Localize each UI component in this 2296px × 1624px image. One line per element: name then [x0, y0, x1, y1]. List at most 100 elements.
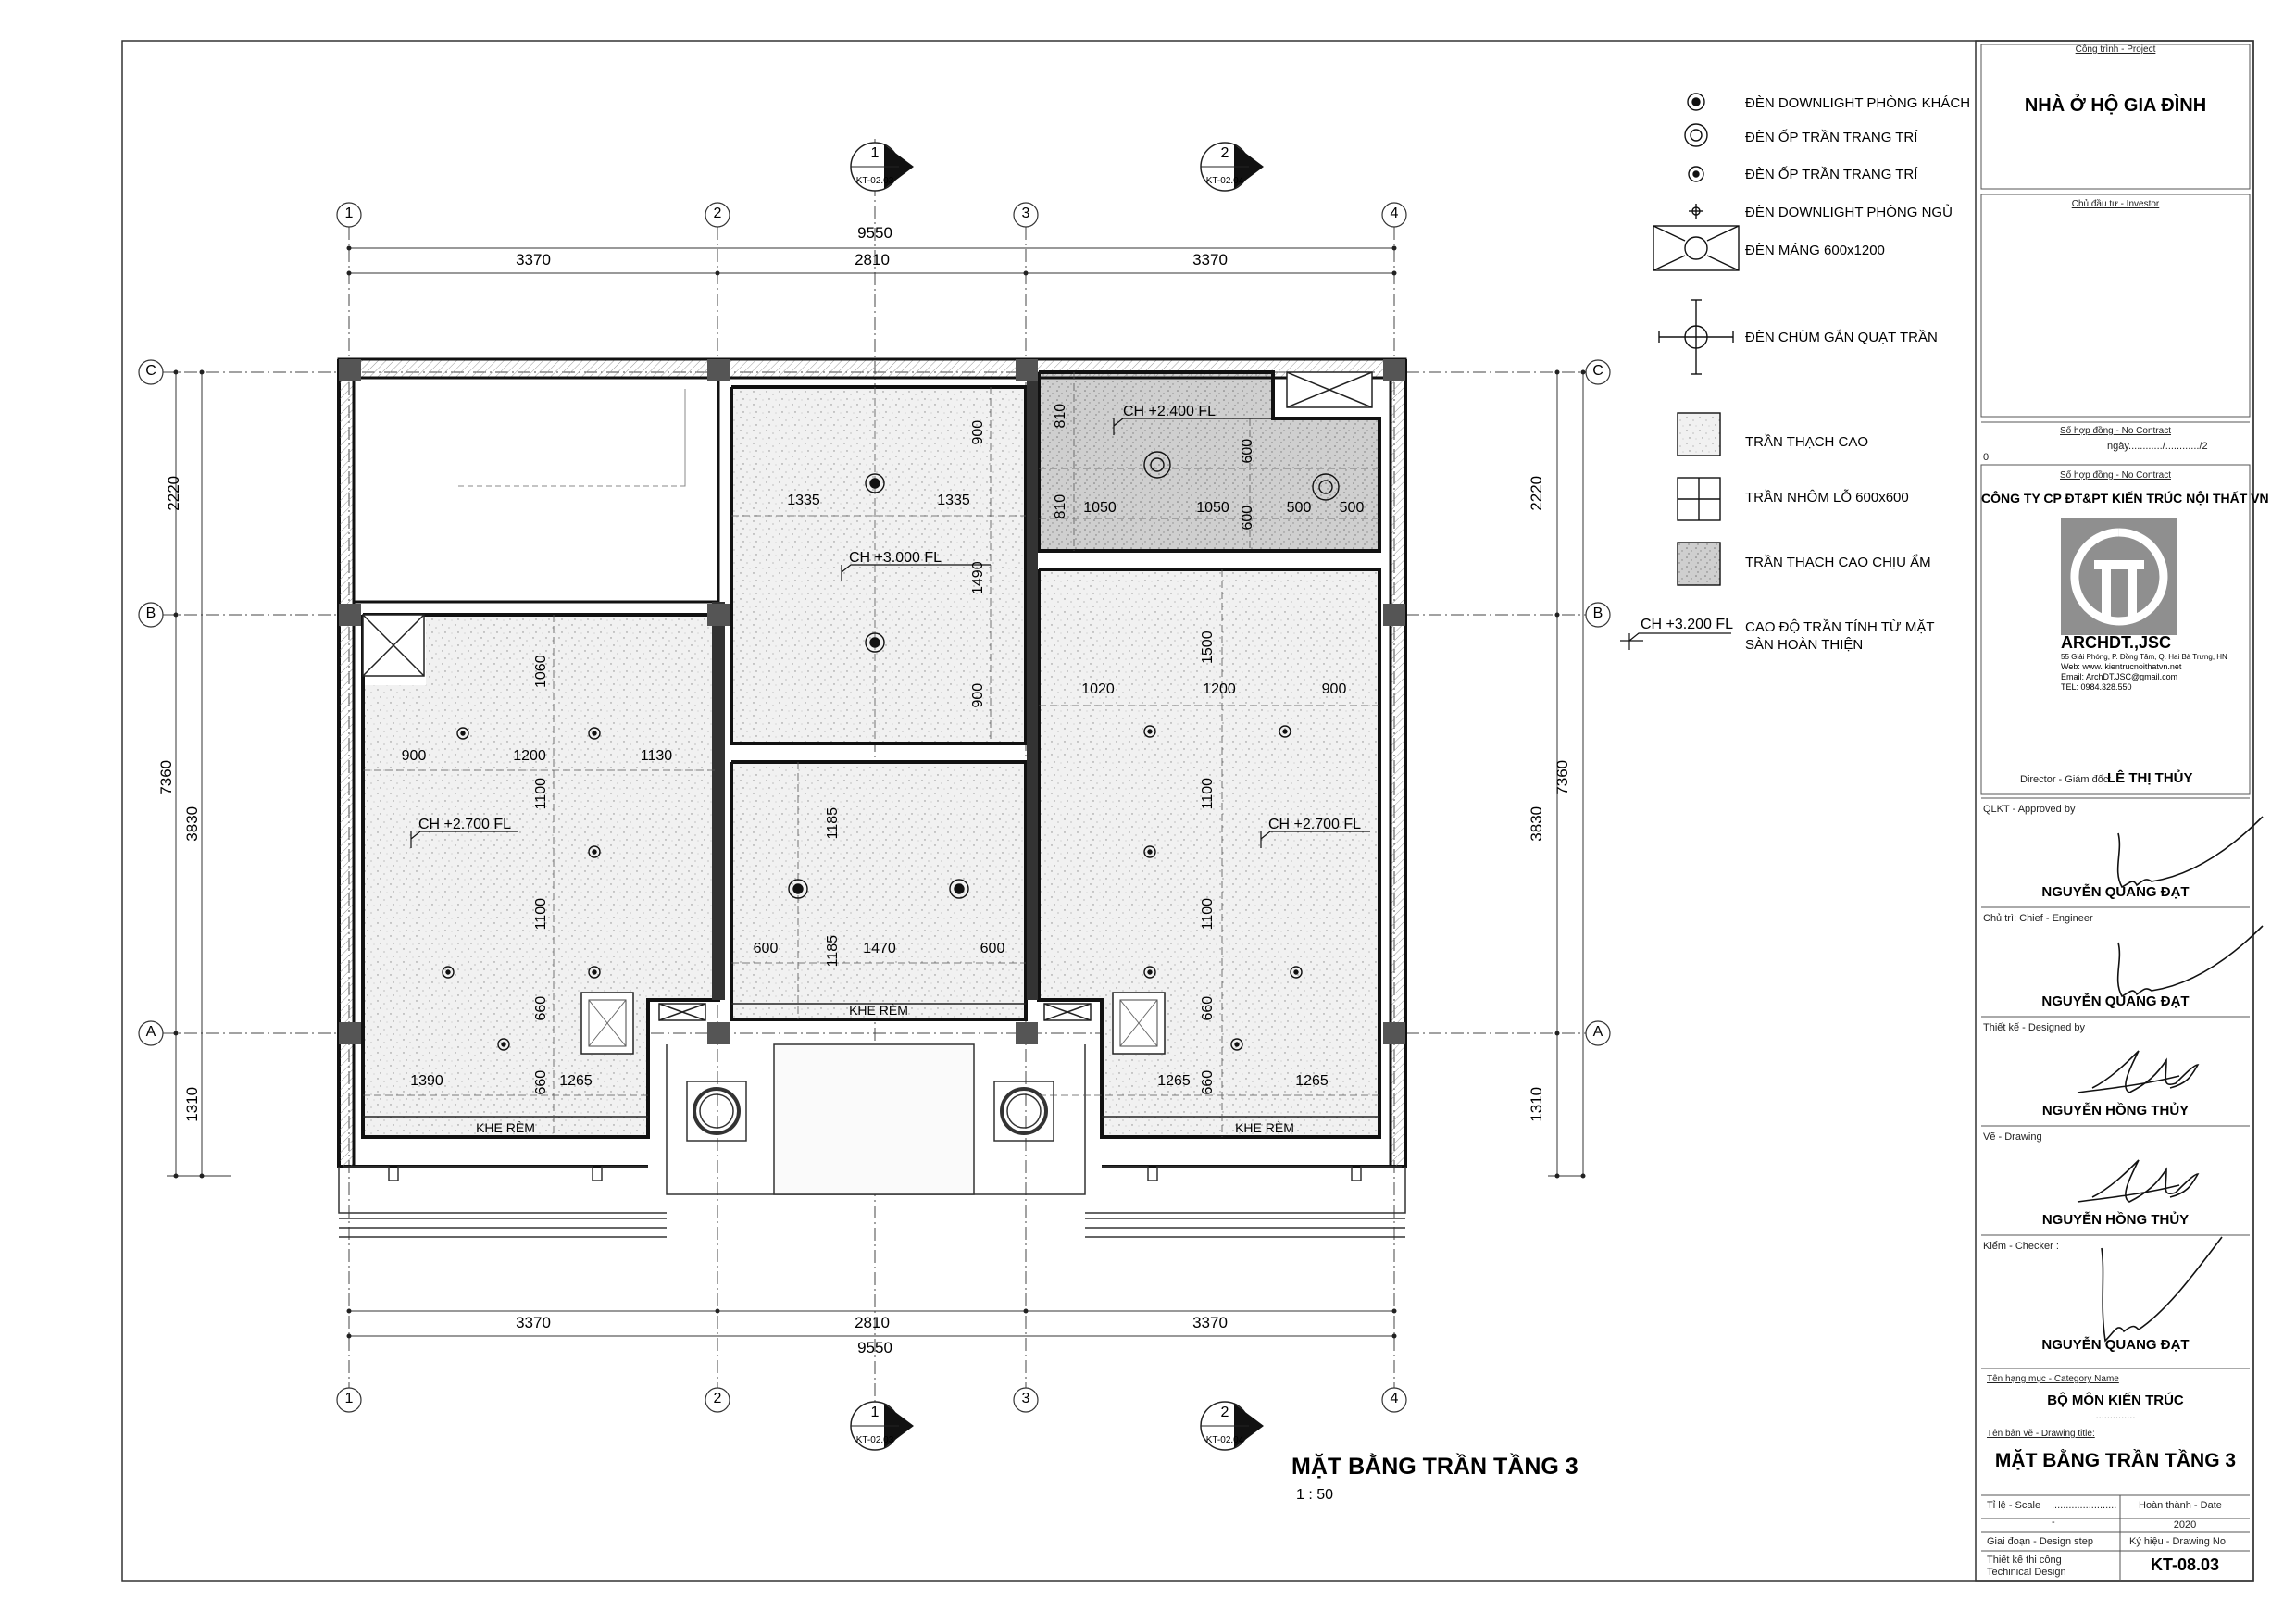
living-dim-v1: 900 — [969, 419, 986, 445]
grid-label-col-3-bottom: 3 — [1021, 1391, 1030, 1406]
legend-level-symbol: CH +3.200 FL — [1641, 617, 1734, 632]
tb-logo-line-1: 55 Giải Phóng, P. Đồng Tâm, Q. Hai Bà Tr… — [2061, 653, 2227, 661]
downlight-bedroom-icon — [588, 966, 601, 979]
legend-height-note-line1: CAO ĐỘ TRẦN TÍNH TỪ MẶT — [1745, 619, 1935, 635]
dim-bottom-seg-3: 3370 — [1192, 1314, 1228, 1331]
left-dim-v3: 1100 — [532, 897, 549, 931]
trough-light-icon — [1653, 225, 1740, 271]
downlight-bedroom-icon — [1143, 725, 1156, 738]
mid-dim-h1: 600 — [753, 941, 779, 956]
ch-wc: CH +2.400 FL — [1123, 404, 1217, 419]
living-dim-v3: 900 — [969, 682, 986, 708]
tb-director-label: Director - Giám đốc: — [2020, 774, 2112, 785]
section-mark-2-ref-bottom: KT-02.04 — [1205, 1435, 1244, 1445]
tb-company: CÔNG TY CP ĐT&PT KIẾN TRÚC NỘI THẤT VN — [1981, 491, 2269, 506]
downlight-living-icon — [788, 879, 808, 899]
wc-dim-v2: 810 — [1052, 493, 1068, 519]
downlight-bedroom-icon — [1279, 725, 1292, 738]
legend-symbols — [1653, 93, 1740, 586]
tb-approved-label: QLKT - Approved by — [1983, 804, 2076, 815]
grid-label-row-a-right: A — [1592, 1024, 1603, 1040]
downlight-living-icon — [949, 879, 969, 899]
dim-top-seg-2: 2810 — [855, 251, 890, 269]
tb-scale-dots: ....................... — [2052, 1500, 2117, 1511]
dim-right-overall: 7360 — [1554, 759, 1572, 795]
grid-label-row-b: B — [145, 606, 156, 621]
legend-height-note-line2: SÀN HOÀN THIỆN — [1745, 637, 1864, 653]
dim-top-overall: 9550 — [857, 224, 892, 242]
tb-scale-label: Tỉ lệ - Scale — [1987, 1500, 2041, 1511]
grid-label-col-1: 1 — [344, 206, 354, 221]
section-mark-2-num: 2 — [1220, 145, 1229, 161]
left-dim-v4: 660 — [532, 995, 549, 1021]
signature-designed — [2077, 1050, 2200, 1093]
drawing-scale: 1 : 50 — [1296, 1487, 1334, 1503]
company-logo-icon — [2061, 518, 2177, 635]
section-mark-1-ref-bottom: KT-02.03 — [855, 1435, 894, 1445]
downlight-living-icon — [865, 473, 885, 493]
grid-label-col-1-bottom: 1 — [344, 1391, 354, 1406]
tb-drawing-label: Vẽ - Drawing — [1983, 1131, 2042, 1143]
title-block-frame — [1975, 40, 2254, 1582]
curtain-slots — [363, 1003, 1379, 1118]
tb-designed: NGUYỄN HỒNG THỦY — [2041, 1103, 2190, 1118]
right-dim-v4: 660 — [1199, 995, 1216, 1021]
tb-category-dots: .............. — [2095, 1410, 2136, 1421]
curtain-label-middle: KHE RÈM — [849, 1003, 908, 1018]
tb-investor-label: Chủ đầu tư - Investor — [2071, 199, 2160, 209]
mid-dim-v2: 1185 — [824, 934, 841, 968]
right-dim-h4: 1265 — [1157, 1073, 1191, 1089]
ch-left-room: CH +2.700 FL — [418, 817, 512, 832]
dim-bottom-seg-2: 2810 — [855, 1314, 890, 1331]
living-dim-v2: 1490 — [969, 561, 986, 594]
section-mark-1-ref: KT-02.03 — [855, 176, 894, 186]
ceiling-light-large-icon — [1312, 473, 1340, 501]
right-dim-v5: 660 — [1199, 1069, 1216, 1095]
wc-dim-v1: 810 — [1052, 403, 1068, 429]
tb-chief-label: Chủ trì: Chief - Engineer — [1983, 913, 2093, 924]
level-symbols — [410, 418, 1731, 848]
right-dim-v1: 1500 — [1199, 631, 1216, 664]
grid-label-col-3: 3 — [1021, 206, 1030, 221]
ceiling-light-large-icon — [1143, 451, 1171, 479]
legend-label-ceiling-light-small: ĐÈN ỐP TRẦN TRANG TRÍ — [1745, 167, 1918, 182]
grid-label-col-2: 2 — [713, 206, 722, 221]
ch-right-room: CH +2.700 FL — [1268, 817, 1362, 832]
wc-dim-v3: 600 — [1239, 438, 1255, 464]
section-markers — [850, 142, 1264, 1451]
signature-checker — [2101, 1236, 2223, 1343]
tb-contract-zero: 0 — [1983, 452, 1990, 463]
section-mark-2-num-bottom: 2 — [1220, 1405, 1229, 1420]
right-dim-h3: 900 — [1321, 681, 1347, 697]
ceiling-light-small-icon — [1688, 166, 1704, 182]
right-dim-v3: 1100 — [1199, 897, 1216, 931]
dim-right-seg-2: 3830 — [1528, 806, 1546, 842]
grid-label-row-b-right: B — [1592, 606, 1603, 621]
grid-label-col-4-bottom: 4 — [1390, 1391, 1399, 1406]
tb-category: BỘ MÔN KIẾN TRÚC — [2047, 1393, 2184, 1408]
signature-approved — [2116, 816, 2264, 889]
downlight-bedroom-icon — [456, 727, 469, 740]
wc-dim-h1: 1050 — [1083, 500, 1117, 516]
left-dim-v1: 1060 — [532, 655, 549, 688]
legend-label-ceiling-light-large: ĐÈN ỐP TRẦN TRANG TRÍ — [1745, 130, 1918, 145]
left-dim-h1: 900 — [401, 748, 427, 764]
dim-bottom-seg-1: 3370 — [516, 1314, 551, 1331]
signatures — [2077, 816, 2264, 1343]
tb-checker: NGUYỄN QUANG ĐẠT — [2041, 1337, 2190, 1353]
downlight-living-icon — [865, 632, 885, 653]
dim-left-overall: 7360 — [157, 759, 176, 795]
dim-bottom-overall: 9550 — [857, 1339, 892, 1356]
balcony — [338, 1043, 1406, 1238]
legend-label-aluminium: TRẦN NHÔM LỖ 600x600 — [1745, 490, 1909, 506]
tb-date-label: Hoàn thành - Date — [2139, 1500, 2222, 1511]
tb-logo-name: ARCHDT.,JSC — [2061, 633, 2172, 652]
dim-right-seg-1: 2220 — [1528, 475, 1546, 511]
dim-top-seg-1: 3370 — [516, 251, 551, 269]
dim-right-seg-3: 1310 — [1528, 1086, 1546, 1122]
right-dim-h2: 1200 — [1203, 681, 1236, 697]
grid-label-row-c-right: C — [1592, 363, 1603, 379]
curtain-label-right: KHE RÈM — [1235, 1120, 1294, 1135]
section-mark-1-num: 1 — [870, 145, 880, 161]
downlight-living-icon — [1687, 93, 1705, 111]
